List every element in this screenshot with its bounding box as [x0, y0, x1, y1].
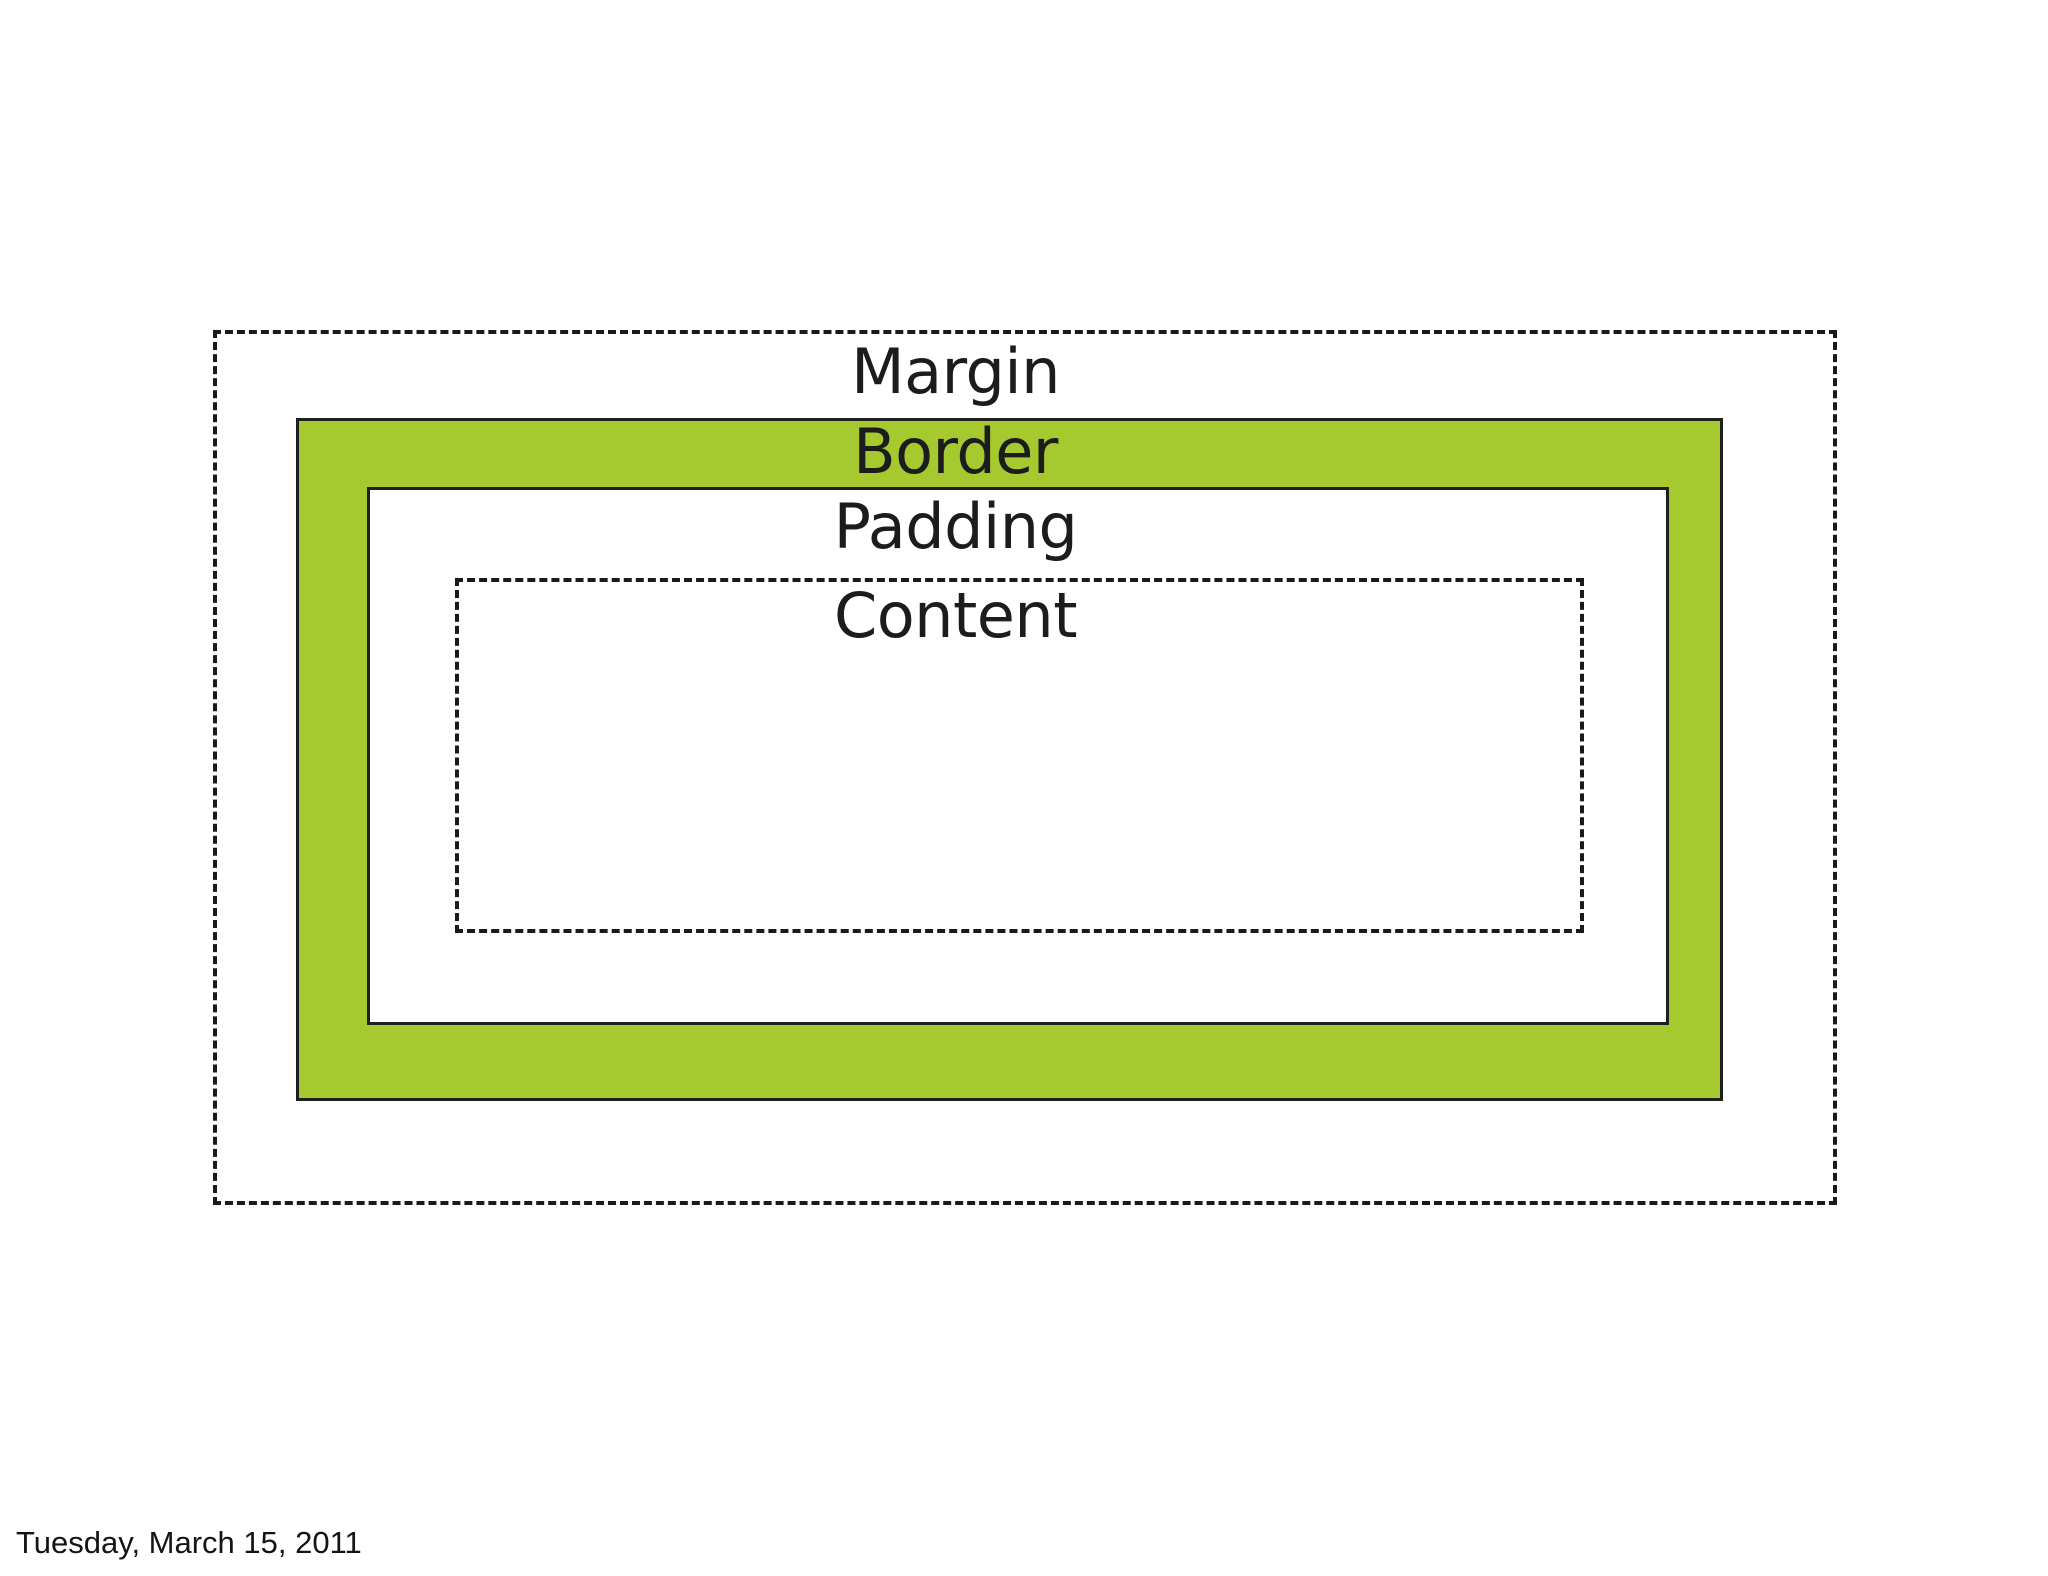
footer-date: Tuesday, March 15, 2011 [16, 1525, 362, 1560]
content-label: Content [833, 579, 1078, 652]
padding-box [367, 487, 1669, 1025]
padding-label: Padding [833, 490, 1078, 563]
margin-label: Margin [851, 335, 1060, 408]
border-label: Border [853, 415, 1058, 488]
content-box [455, 578, 1584, 933]
margin-box [213, 330, 1837, 1205]
